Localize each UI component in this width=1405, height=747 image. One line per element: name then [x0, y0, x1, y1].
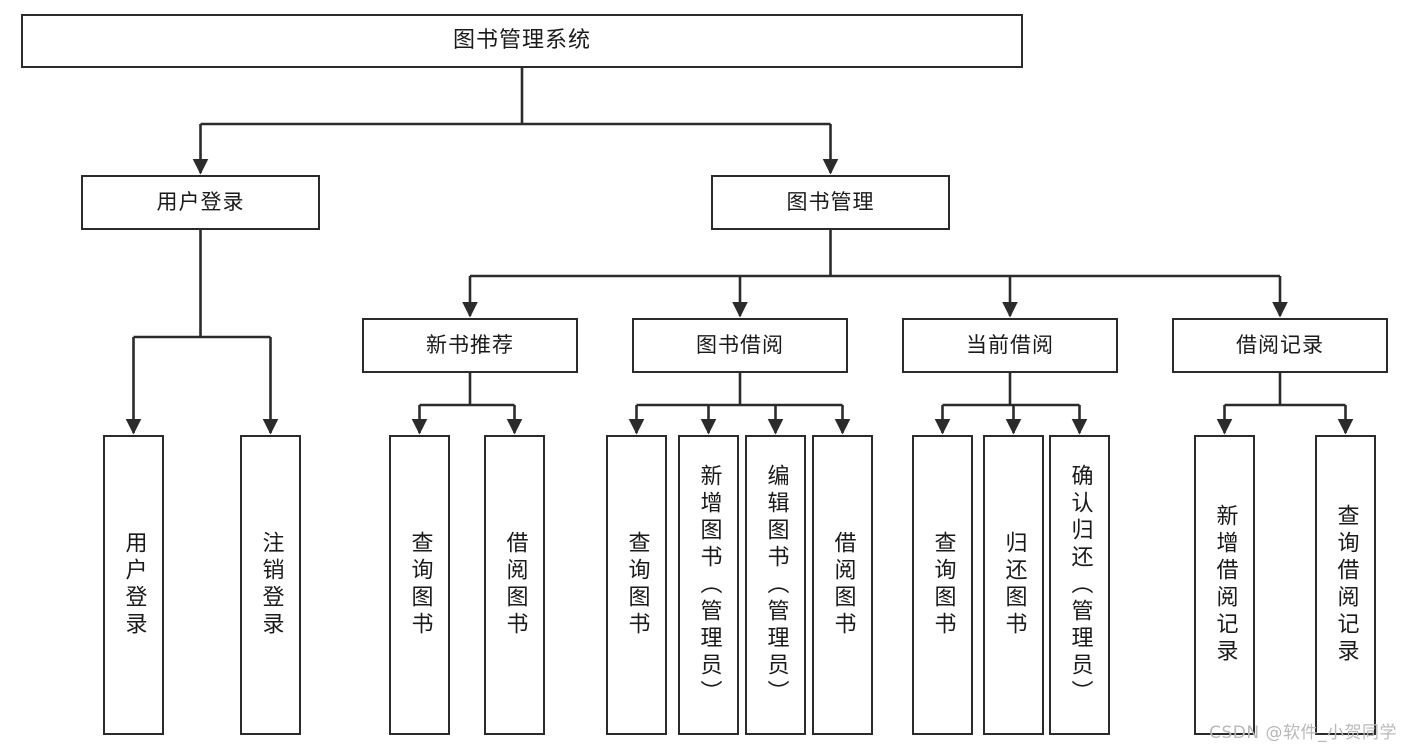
node-label: 图书借阅	[696, 333, 784, 358]
node-f11[interactable]: 确认归还（管理员）	[1049, 435, 1110, 735]
node-l2c[interactable]: 当前借阅	[902, 318, 1118, 373]
node-label: 用户登录	[156, 190, 245, 215]
node-label: 查询图书	[624, 531, 650, 639]
node-label: 借阅图书	[830, 531, 856, 639]
node-label: 借阅记录	[1236, 333, 1324, 358]
node-f6[interactable]: 新增图书（管理员）	[678, 435, 739, 735]
node-l1a[interactable]: 用户登录	[81, 175, 320, 230]
node-label: 新书推荐	[426, 333, 514, 358]
node-label: 归还图书	[1001, 531, 1027, 639]
node-f9[interactable]: 查询图书	[912, 435, 973, 735]
node-f3[interactable]: 查询图书	[389, 435, 450, 735]
node-label: 查询图书	[930, 531, 956, 639]
node-label: 注销登录	[258, 531, 284, 639]
node-label: 编辑图书（管理员）	[763, 463, 789, 707]
node-f4[interactable]: 借阅图书	[484, 435, 545, 735]
node-label: 当前借阅	[966, 333, 1054, 358]
node-label: 图书管理系统	[452, 28, 591, 54]
node-f13[interactable]: 查询借阅记录	[1315, 435, 1376, 735]
node-f8[interactable]: 借阅图书	[812, 435, 873, 735]
node-root[interactable]: 图书管理系统	[21, 14, 1023, 68]
node-f2[interactable]: 注销登录	[240, 435, 301, 735]
node-label: 新增图书（管理员）	[696, 463, 722, 707]
node-f1[interactable]: 用户登录	[103, 435, 164, 735]
node-f10[interactable]: 归还图书	[983, 435, 1044, 735]
node-label: 图书管理	[786, 190, 875, 215]
node-label: 查询图书	[407, 531, 433, 639]
node-l2d[interactable]: 借阅记录	[1172, 318, 1388, 373]
node-f7[interactable]: 编辑图书（管理员）	[745, 435, 806, 735]
node-label: 查询借阅记录	[1333, 504, 1359, 666]
node-label: 借阅图书	[502, 531, 528, 639]
node-label: 确认归还（管理员）	[1067, 463, 1093, 707]
node-l1b[interactable]: 图书管理	[711, 175, 950, 230]
node-label: 用户登录	[121, 531, 147, 639]
node-f5[interactable]: 查询图书	[606, 435, 667, 735]
node-l2a[interactable]: 新书推荐	[362, 318, 578, 373]
node-f12[interactable]: 新增借阅记录	[1194, 435, 1255, 735]
node-label: 新增借阅记录	[1212, 504, 1238, 666]
node-l2b[interactable]: 图书借阅	[632, 318, 848, 373]
watermark-label: CSDN @软件_小贺同学	[1209, 723, 1397, 743]
